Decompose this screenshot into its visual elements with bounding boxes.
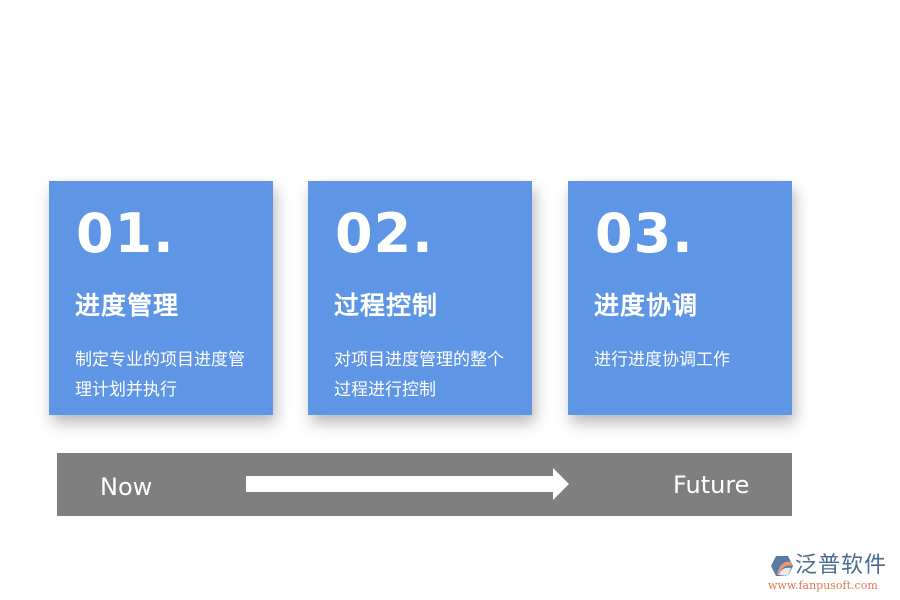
- step-number: 01.: [76, 202, 175, 265]
- timeline-start-label: Now: [100, 473, 153, 501]
- brand-url: www.fanpusoft.com: [768, 579, 878, 592]
- right-arrow-icon: [246, 468, 569, 500]
- timeline-bar: Now Future: [57, 453, 792, 516]
- fanpu-logo-icon: [771, 556, 793, 576]
- brand-name: 泛普软件: [795, 553, 888, 578]
- step-title: 过程控制: [334, 291, 439, 320]
- step-description: 进行进度协调工作: [594, 350, 730, 370]
- step-description: 对项目进度管理的整个过程进行控制: [334, 350, 504, 400]
- timeline-end-label: Future: [673, 471, 750, 499]
- step-description: 制定专业的项目进度管理计划并执行: [75, 350, 245, 400]
- step-title: 进度管理: [75, 291, 180, 320]
- step-card-1: 01. 进度管理 制定专业的项目进度管理计划并执行: [49, 181, 273, 415]
- step-title: 进度协调: [594, 291, 699, 320]
- step-card-3: 03. 进度协调 进行进度协调工作: [568, 181, 792, 415]
- brand-logo: 泛普软件 www.fanpusoft.com: [768, 552, 896, 596]
- step-number: 02.: [335, 202, 434, 265]
- step-card-2: 02. 过程控制 对项目进度管理的整个过程进行控制: [308, 181, 532, 415]
- step-number: 03.: [595, 202, 694, 265]
